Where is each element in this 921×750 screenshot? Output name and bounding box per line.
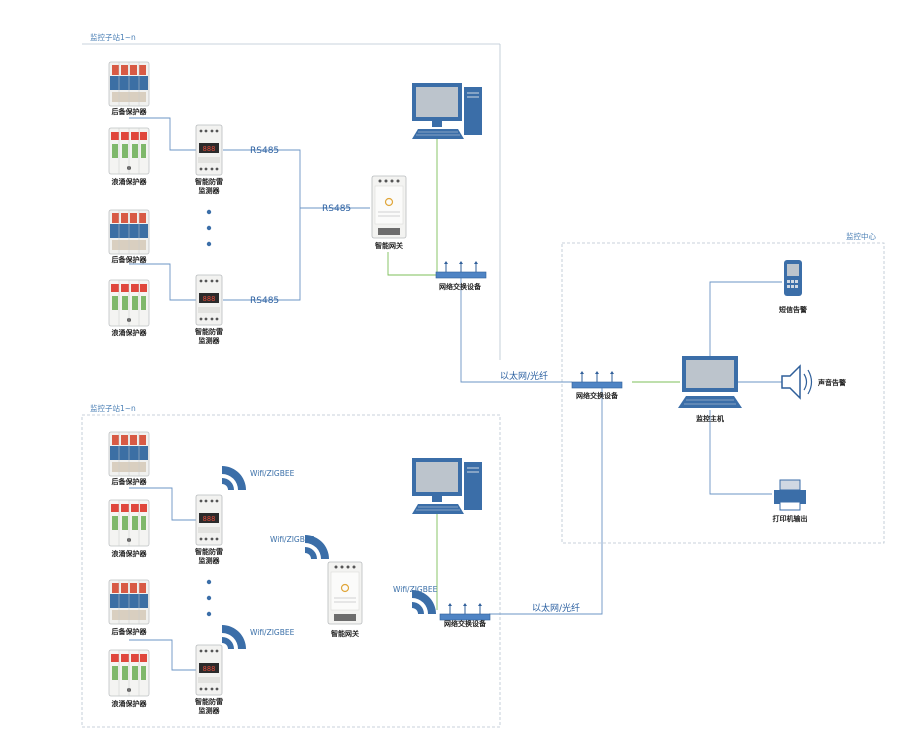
ethernet-top-label: 以太网/光纤 xyxy=(500,370,548,382)
top-spd-1-label: 浪涌保护器 xyxy=(112,177,148,186)
wifi-label-1: Wifi/ZIGBEE xyxy=(250,469,295,478)
bottom-switch xyxy=(439,602,491,621)
bottom-breaker-1 xyxy=(108,431,150,477)
bottom-breaker-2-label: 后备保护器 xyxy=(112,627,148,636)
region-center-title: 监控中心 xyxy=(846,231,876,241)
printer-output-label: 打印机输出 xyxy=(773,514,808,523)
region-bottom-station: 监控子站1~n xyxy=(81,403,501,728)
rs485-bus xyxy=(223,149,301,301)
top-breaker-1-label: 后备保护器 xyxy=(112,107,148,116)
top-gateway-label: 智能网关 xyxy=(375,241,403,250)
bottom-spd-1-label: 浪涌保护器 xyxy=(112,549,148,558)
center-host xyxy=(678,356,742,408)
bottom-switch-label: 网络交换设备 xyxy=(444,619,487,628)
top-monitor-2 xyxy=(195,274,223,326)
top-breaker-1 xyxy=(108,61,150,107)
bottom-pc xyxy=(411,457,483,515)
bottom-monitor-1-label-b: 监测器 xyxy=(199,556,221,565)
top-spd-2-label: 浪涌保护器 xyxy=(112,328,148,337)
top-switch-label: 网络交换设备 xyxy=(439,282,482,291)
bottom-breaker-2 xyxy=(108,579,150,625)
connections xyxy=(129,117,782,671)
top-breaker-2 xyxy=(108,209,150,255)
phone-icon xyxy=(784,260,802,296)
top-spd-1 xyxy=(108,127,150,175)
top-monitor-1-label-a: 智能防雷 xyxy=(195,177,223,186)
bottom-spd-2 xyxy=(108,649,150,697)
printer-icon xyxy=(774,479,806,511)
wifi-icon-3 xyxy=(222,625,246,649)
top-pc xyxy=(411,82,483,140)
rs485-label-1: RS485 xyxy=(250,146,279,156)
link-breaker-monitor-1 xyxy=(129,117,196,151)
top-monitor-2-label-b: 监测器 xyxy=(199,336,221,345)
link-gateway-switch-top xyxy=(387,252,437,276)
center-switch-label: 网络交换设备 xyxy=(576,391,619,400)
bottom-monitor-1 xyxy=(195,494,223,546)
top-monitor-2-label-a: 智能防雷 xyxy=(195,327,223,336)
region-center: 监控中心 xyxy=(561,231,885,544)
center-host-label: 监控主机 xyxy=(696,414,724,423)
rs485-label-2: RS485 xyxy=(250,296,279,306)
ethernet-bottom-label: 以太网/光纤 xyxy=(532,602,580,614)
wifi-label-4: Wifi/ZIGBEE xyxy=(393,585,438,594)
bottom-monitor-2-label-b: 监测器 xyxy=(199,706,221,715)
bottom-spd-2-label: 浪涌保护器 xyxy=(112,699,148,708)
region-top-title: 监控子站1~n xyxy=(90,32,136,42)
link-breaker-monitor-3 xyxy=(129,487,196,521)
wifi-label-2: Wifi/ZIGBEE xyxy=(270,535,315,544)
top-gateway xyxy=(371,175,407,239)
ethernet-bottom xyxy=(489,388,603,615)
center-switch xyxy=(571,370,623,389)
bottom-gateway xyxy=(327,561,363,625)
wifi-label-3: Wifi/ZIGBEE xyxy=(250,628,295,637)
bottom-ellipsis-dots xyxy=(206,579,212,617)
top-monitor-1 xyxy=(195,124,223,176)
sms-alert-label: 短信告警 xyxy=(779,305,807,314)
bottom-breaker-1-label: 后备保护器 xyxy=(112,477,148,486)
bottom-gateway-label: 智能网关 xyxy=(331,629,359,638)
bottom-monitor-2-label-a: 智能防雷 xyxy=(195,697,223,706)
link-breaker-monitor-2 xyxy=(129,263,196,301)
top-switch xyxy=(435,260,487,279)
ethernet-top xyxy=(460,278,572,383)
rs485-label-main: RS485 xyxy=(322,204,351,214)
region-bottom-title: 监控子站1~n xyxy=(90,403,136,413)
bottom-spd-1 xyxy=(108,499,150,547)
wifi-icon-1 xyxy=(222,466,246,490)
top-spd-2 xyxy=(108,279,150,327)
bottom-monitor-1-label-a: 智能防雷 xyxy=(195,547,223,556)
link-host-printer xyxy=(709,410,772,495)
region-top-station: 监控子站1~n xyxy=(82,32,501,360)
bottom-monitor-2 xyxy=(195,644,223,696)
speaker-icon xyxy=(781,364,813,400)
top-ellipsis-dots xyxy=(206,209,212,247)
link-host-sms xyxy=(709,281,782,360)
sound-alert-label: 声音告警 xyxy=(817,378,846,387)
top-monitor-1-label-b: 监测器 xyxy=(199,186,221,195)
link-breaker-monitor-4 xyxy=(129,639,196,671)
top-breaker-2-label: 后备保护器 xyxy=(112,255,148,264)
